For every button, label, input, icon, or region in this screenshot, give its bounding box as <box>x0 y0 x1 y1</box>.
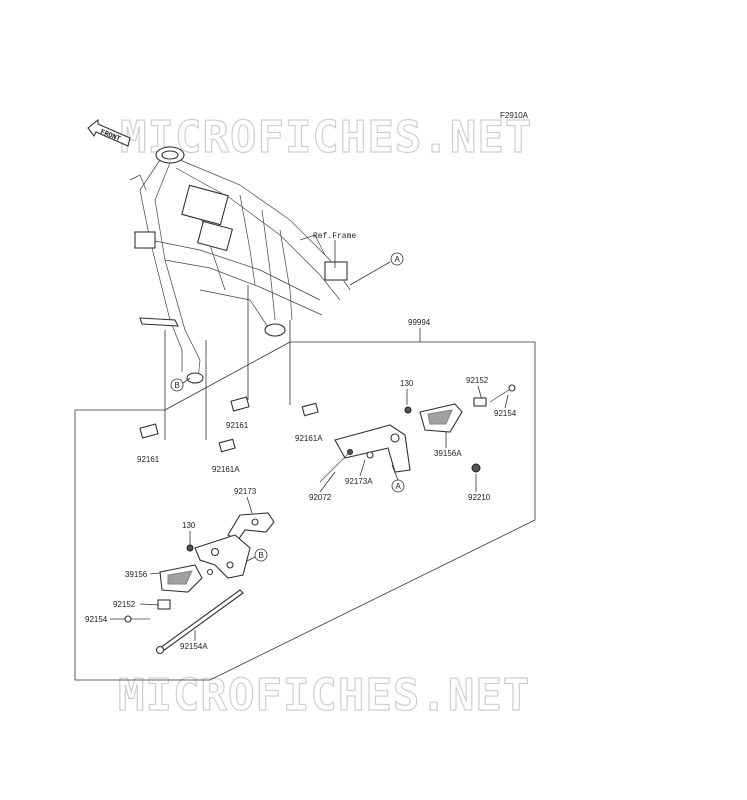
part-130-bottom: 130 <box>182 521 196 530</box>
label-sticker-92161A-left <box>218 438 236 453</box>
part-92161A-left: 92161A <box>212 465 240 474</box>
watermark-bottom: MICROFICHES.NET <box>118 670 530 721</box>
label-sticker-92161-left <box>139 423 159 439</box>
callout-b-lower-letter: B <box>259 551 264 560</box>
part-92173: 92173 <box>234 487 257 496</box>
watermark-top: MICROFICHES.NET <box>120 112 532 163</box>
callout-b-frame <box>170 378 184 392</box>
part-99994: 99994 <box>408 318 431 327</box>
part-92154A: 92154A <box>180 642 208 651</box>
part-130-top: 130 <box>400 379 414 388</box>
frame-assembly <box>129 146 351 384</box>
right-frame-slider-assembly <box>319 384 516 483</box>
figure-code: F2910A <box>500 111 529 120</box>
part-92152-bottom: 92152 <box>113 600 136 609</box>
part-92161-mid: 92161 <box>226 421 249 430</box>
part-92154-top: 92154 <box>494 409 517 418</box>
part-39156: 39156 <box>125 570 148 579</box>
callout-a-lower-letter: A <box>396 482 402 491</box>
callout-a-top-letter: A <box>395 255 401 264</box>
ref-frame-label: Ref.Frame <box>313 232 356 241</box>
part-92072: 92072 <box>309 493 332 502</box>
part-92173A: 92173A <box>345 477 373 486</box>
left-frame-slider-assembly <box>124 512 275 655</box>
part-92210: 92210 <box>468 493 491 502</box>
callout-a-top <box>390 252 404 266</box>
callout-a-lower <box>391 479 405 493</box>
part-92161-left: 92161 <box>137 455 160 464</box>
label-sticker-92161A-right <box>301 402 319 417</box>
kit-outline <box>74 341 536 681</box>
callout-b-frame-letter: B <box>175 381 180 390</box>
part-92152-top: 92152 <box>466 376 489 385</box>
callout-b-lower <box>254 548 268 562</box>
part-39156A: 39156A <box>434 449 462 458</box>
label-sticker-92161-mid <box>230 396 250 412</box>
part-92154-bottom: 92154 <box>85 615 108 624</box>
part-92161A-right: 92161A <box>295 434 323 443</box>
front-label: FRONT <box>99 128 121 143</box>
